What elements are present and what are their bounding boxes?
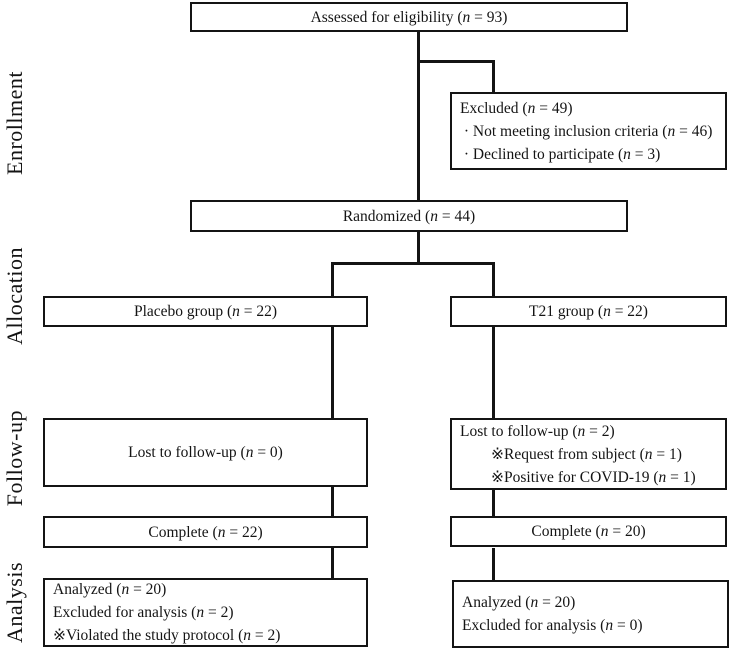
box-placebo-group: Placebo group (n = 22) bbox=[43, 296, 368, 327]
box-lost-followup-t21-line-1: Lost to follow-up (n = 2) bbox=[460, 422, 615, 440]
connector-allocation-split bbox=[331, 262, 495, 265]
connector-branch-excluded-h bbox=[417, 60, 495, 63]
connector-complete-to-analyzed-t21 bbox=[492, 548, 495, 580]
box-analyzed-placebo: Analyzed (n = 20) Excluded for analysis … bbox=[43, 578, 368, 647]
stage-label-allocation: Allocation bbox=[2, 247, 27, 345]
box-complete-t21-text: Complete (n = 20) bbox=[531, 523, 646, 540]
box-analyzed-placebo-line-1: Analyzed (n = 20) bbox=[53, 581, 167, 598]
connector-lost-to-complete-t21 bbox=[492, 490, 495, 516]
box-placebo-group-text: Placebo group (n = 22) bbox=[133, 303, 278, 320]
box-randomized-text: Randomized (n = 44) bbox=[342, 207, 476, 225]
box-excluded: Excluded (n = 49) · Not meeting inclusio… bbox=[450, 92, 727, 170]
stage-label-enrollment: Enrollment bbox=[2, 70, 27, 175]
box-randomized: Randomized (n = 44) bbox=[190, 200, 628, 232]
connector-to-placebo-group bbox=[331, 262, 334, 296]
connector-randomized-stub bbox=[417, 232, 420, 262]
connector-complete-to-analyzed-placebo bbox=[331, 548, 334, 578]
stage-label-analysis: Analysis bbox=[2, 561, 27, 643]
box-lost-followup-t21-line-2: ※Request from subject (n = 1) bbox=[460, 445, 682, 463]
box-analyzed-t21-line-2: Excluded for analysis (n = 0) bbox=[462, 617, 643, 634]
connector-lost-to-complete-placebo bbox=[331, 487, 334, 516]
box-analyzed-t21: Analyzed (n = 20) Excluded for analysis … bbox=[452, 580, 729, 648]
box-excluded-line-2: · Not meeting inclusion criteria (n = 46… bbox=[460, 122, 713, 140]
connector-assessed-to-randomized bbox=[417, 32, 420, 200]
box-excluded-line-1: Excluded (n = 49) bbox=[460, 99, 573, 117]
box-lost-followup-t21: Lost to follow-up (n = 2) ※Request from … bbox=[450, 418, 727, 490]
connector-to-t21-group bbox=[492, 262, 495, 296]
connector-branch-excluded-v bbox=[492, 60, 495, 92]
box-t21-group-text: T21 group (n = 22) bbox=[529, 303, 648, 320]
box-analyzed-placebo-line-2: Excluded for analysis (n = 2) bbox=[53, 604, 234, 621]
box-assessed-eligibility: Assessed for eligibility (n = 93) bbox=[190, 2, 628, 32]
connector-placebo-to-lost bbox=[331, 327, 334, 418]
box-analyzed-placebo-line-3: ※Violated the study protocol (n = 2) bbox=[53, 627, 281, 644]
box-excluded-line-3: · Declined to participate (n = 3) bbox=[460, 145, 661, 163]
box-t21-group: T21 group (n = 22) bbox=[450, 296, 727, 327]
connector-t21-to-lost bbox=[492, 327, 495, 418]
box-analyzed-t21-line-1: Analyzed (n = 20) bbox=[462, 594, 576, 611]
box-lost-followup-placebo-text: Lost to follow-up (n = 0) bbox=[128, 444, 283, 461]
box-complete-placebo-text: Complete (n = 22) bbox=[148, 523, 263, 541]
box-complete-t21: Complete (n = 20) bbox=[450, 516, 727, 547]
box-lost-followup-placebo: Lost to follow-up (n = 0) bbox=[43, 418, 368, 487]
stage-label-followup: Follow-up bbox=[2, 409, 27, 507]
box-complete-placebo: Complete (n = 22) bbox=[43, 516, 368, 548]
box-lost-followup-t21-line-3: ※Positive for COVID-19 (n = 1) bbox=[460, 468, 696, 486]
box-assessed-eligibility-text: Assessed for eligibility (n = 93) bbox=[310, 8, 508, 26]
